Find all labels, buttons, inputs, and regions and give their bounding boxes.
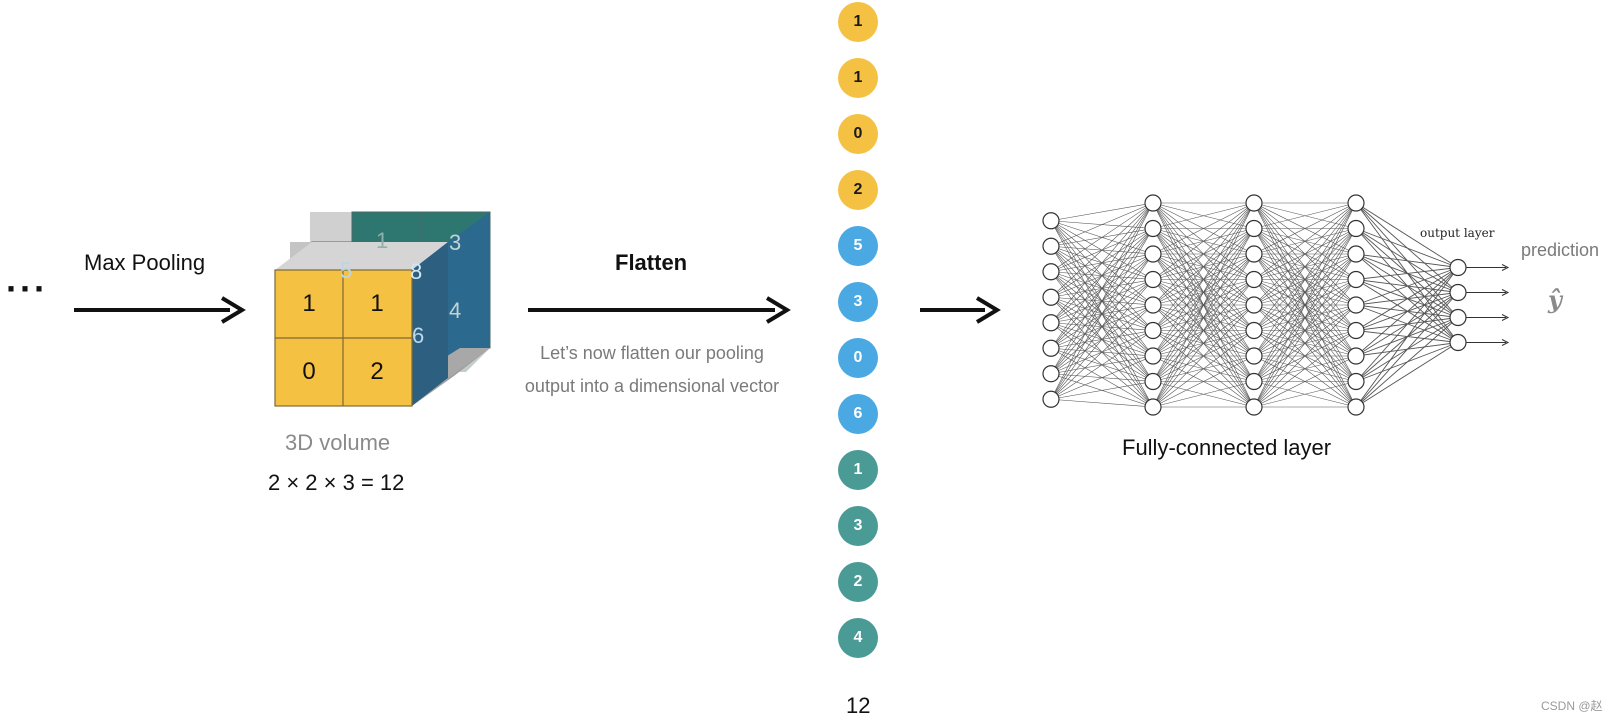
neuron-l4-0	[1449, 258, 1467, 277]
vector-count-label: 12	[846, 693, 871, 718]
neuron-l2-3	[1245, 270, 1263, 289]
neuron-l1-3	[1144, 270, 1162, 289]
blue-cell-3: 6	[412, 323, 425, 348]
neuron-l3-3	[1347, 270, 1365, 289]
neuron-l4-2	[1449, 308, 1467, 327]
ellipsis-icon: ···	[6, 268, 48, 309]
flatten-label: Flatten	[615, 250, 688, 275]
vector-element-6: 0	[838, 338, 878, 378]
neuron-l2-0	[1245, 194, 1263, 212]
output-layer-label: output layer	[1420, 226, 1495, 240]
neuron-l3-1	[1347, 219, 1365, 238]
neuron-l0-5	[1042, 339, 1060, 357]
vector-element-2: 0	[838, 114, 878, 154]
watermark: CSDN @赵	[1541, 699, 1603, 713]
vector-element-5: 3	[838, 282, 878, 322]
edges-layer-2	[1253, 202, 1357, 408]
output-arrowhead-2	[1501, 314, 1510, 321]
teal-cell-3: 4	[449, 298, 462, 323]
flatten-description-line1: Let’s now flatten our pooling	[540, 343, 764, 363]
neuron-l0-1	[1042, 237, 1060, 255]
arrow-to-network	[920, 296, 1001, 324]
neuron-l2-2	[1245, 245, 1263, 263]
neuron-l0-4	[1042, 314, 1060, 332]
edges-layer-0	[1050, 202, 1154, 408]
vector-element-9: 3	[838, 506, 878, 546]
neuron-l2-6	[1245, 347, 1263, 365]
edges-layer-1	[1152, 202, 1255, 408]
output-arrowhead-3	[1501, 339, 1510, 346]
vector-element-10: 2	[838, 562, 878, 602]
volume-formula: 2 × 2 × 3 = 12	[268, 470, 405, 495]
neuron-l2-5	[1245, 321, 1263, 340]
flatten-description-line2: output into a dimensional vector	[524, 376, 780, 396]
fully-connected-label: Fully-connected layer	[1122, 435, 1332, 460]
volume-3d	[274, 211, 491, 407]
neuron-l1-1	[1144, 219, 1162, 238]
fully-connected-network	[1042, 194, 1510, 416]
vector-element-0: 1	[838, 2, 878, 42]
volume-layer-yellow	[274, 242, 490, 407]
vector-element-11: 4	[838, 618, 878, 658]
blue-cell-0: 5	[340, 258, 353, 283]
neuron-l3-0	[1347, 194, 1365, 212]
neuron-l3-7	[1347, 372, 1365, 391]
output-arrowhead-1	[1501, 289, 1510, 296]
neuron-l2-7	[1245, 372, 1263, 391]
yellow-cell-0: 1	[302, 290, 316, 317]
neuron-l1-6	[1144, 347, 1162, 365]
vector-element-1: 1	[838, 58, 878, 98]
volume-label: 3D volume	[285, 430, 391, 455]
neuron-l1-4	[1144, 296, 1162, 314]
max-pooling-label: Max Pooling	[84, 250, 206, 275]
teal-cell-1: 3	[449, 230, 462, 255]
neuron-l3-4	[1347, 296, 1365, 314]
vector-element-8: 1	[838, 450, 878, 490]
neuron-l1-5	[1144, 321, 1162, 340]
arrow-maxpool	[74, 296, 246, 324]
edges-layer-3	[1355, 202, 1459, 408]
neuron-l2-8	[1245, 398, 1263, 416]
neuron-l0-2	[1042, 263, 1060, 281]
neuron-l3-5	[1347, 321, 1365, 340]
arrow-flatten	[528, 296, 791, 324]
y-hat-symbol: ŷ	[1548, 285, 1562, 314]
neuron-l0-6	[1042, 365, 1060, 383]
prediction-label: prediction	[1521, 240, 1600, 260]
vector-element-4: 5	[838, 226, 878, 266]
vector-element-7: 6	[838, 394, 878, 434]
neuron-l1-2	[1144, 245, 1162, 263]
yellow-cell-2: 0	[302, 358, 316, 385]
neuron-l3-6	[1347, 347, 1365, 365]
blue-cell-1: 8	[410, 259, 423, 284]
neuron-l2-4	[1245, 296, 1263, 314]
neuron-l0-0	[1042, 212, 1060, 230]
yellow-cell-1: 1	[370, 290, 384, 317]
vector-element-3: 2	[838, 170, 878, 210]
neuron-l1-8	[1144, 398, 1162, 416]
neuron-l1-7	[1144, 372, 1162, 391]
neuron-l3-8	[1347, 398, 1365, 416]
neuron-l0-7	[1042, 390, 1060, 408]
output-arrowhead-0	[1501, 264, 1510, 271]
neuron-l4-3	[1449, 333, 1467, 352]
neuron-l3-2	[1347, 245, 1365, 263]
teal-cell-0: 1	[376, 228, 389, 253]
neuron-l0-3	[1042, 288, 1060, 306]
neuron-l1-0	[1144, 194, 1162, 212]
neuron-l4-1	[1449, 283, 1467, 302]
yellow-cell-3: 2	[370, 358, 384, 385]
neuron-l2-1	[1245, 219, 1263, 238]
